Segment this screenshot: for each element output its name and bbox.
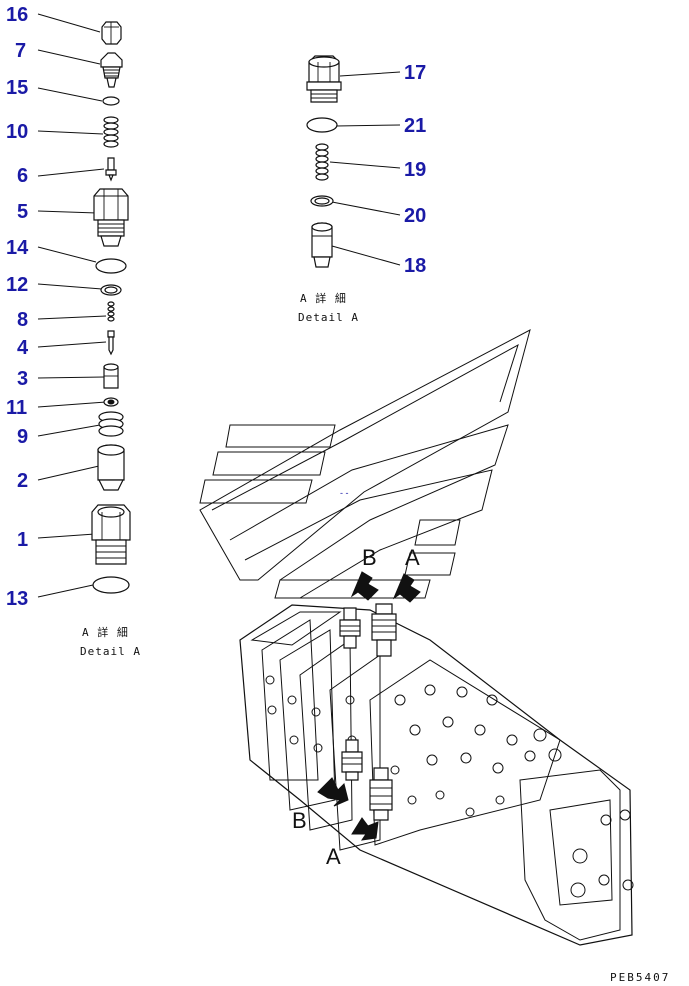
callout-16: 16 [6, 4, 28, 26]
callout-6: 6 [17, 165, 28, 187]
callout-2: 2 [17, 470, 28, 492]
control-valve-assembly: - - B A [199, 329, 634, 946]
view-label-b-side: B [292, 808, 307, 833]
callout-17: 17 [404, 62, 426, 84]
part-10-spring [103, 116, 119, 148]
part-13-o-ring [92, 576, 130, 594]
detail-caption-en-left: Detail A [80, 645, 141, 658]
part-1-housing [91, 504, 131, 565]
part-18-poppet [311, 222, 333, 268]
callout-20: 20 [404, 205, 426, 227]
callout-15: 15 [6, 77, 28, 99]
relief-valve-b-top [339, 607, 361, 649]
frame-marker: - - [340, 488, 349, 498]
part-17-plug [306, 55, 342, 103]
relief-valve-a-side [369, 767, 393, 821]
callout-10: 10 [6, 121, 28, 143]
callout-8: 8 [17, 309, 28, 331]
callout-12: 12 [6, 274, 28, 296]
part-3-sleeve [103, 363, 119, 389]
arrow-b-side [317, 777, 349, 807]
part-8-small-spring [107, 301, 115, 322]
callout-7: 7 [15, 40, 26, 62]
part-20-backup-ring [310, 195, 334, 207]
part-21-o-ring [306, 117, 338, 133]
relief-valve-b-side [341, 739, 363, 781]
part-5-body-plug [93, 188, 129, 247]
part-14-o-ring [95, 258, 127, 274]
part-19-spring [315, 143, 329, 181]
view-label-a-side: A [326, 844, 341, 869]
callout-18: 18 [404, 255, 426, 277]
part-2-main-poppet [97, 444, 125, 491]
callout-19: 19 [404, 159, 426, 181]
arrow-a-top [392, 573, 421, 603]
drawing-code: PEB5407 [610, 971, 670, 984]
view-label-b-top: B [362, 545, 377, 570]
callout-13: 13 [6, 588, 28, 610]
view-label-a-top: A [405, 545, 420, 570]
callout-5: 5 [17, 201, 28, 223]
detail-caption-jp-left: A 詳 細 [82, 625, 129, 639]
callout-11: 11 [6, 397, 27, 419]
arrow-a-side [351, 817, 379, 841]
detail-caption-jp-right: A 詳 細 [300, 291, 347, 305]
part-11-washer [103, 397, 119, 407]
callout-4: 4 [17, 337, 29, 359]
valve-body [239, 604, 634, 946]
part-4-pin [107, 330, 115, 356]
right-exploded-stack: 17 21 19 20 18 [298, 55, 426, 324]
callout-21: 21 [404, 115, 426, 137]
part-9-spring [98, 411, 124, 437]
callout-3: 3 [17, 368, 28, 390]
callout-9: 9 [17, 426, 28, 448]
callout-14: 14 [6, 237, 29, 259]
part-12-backup-ring [100, 284, 122, 296]
callout-1: 1 [17, 529, 28, 551]
detail-pointer-frame: - - [199, 329, 531, 599]
relief-valve-a-top [371, 603, 397, 657]
arrow-b-top [350, 571, 379, 601]
part-6-pilot-poppet [105, 157, 117, 182]
part-15-o-ring [102, 96, 120, 106]
part-16-cap-nut [101, 21, 122, 45]
detail-caption-en-right: Detail A [298, 311, 359, 324]
left-exploded-stack: 16 7 15 10 6 5 14 12 8 4 3 11 9 2 1 13 [6, 4, 141, 658]
part-7-adjust-screw [100, 52, 123, 88]
